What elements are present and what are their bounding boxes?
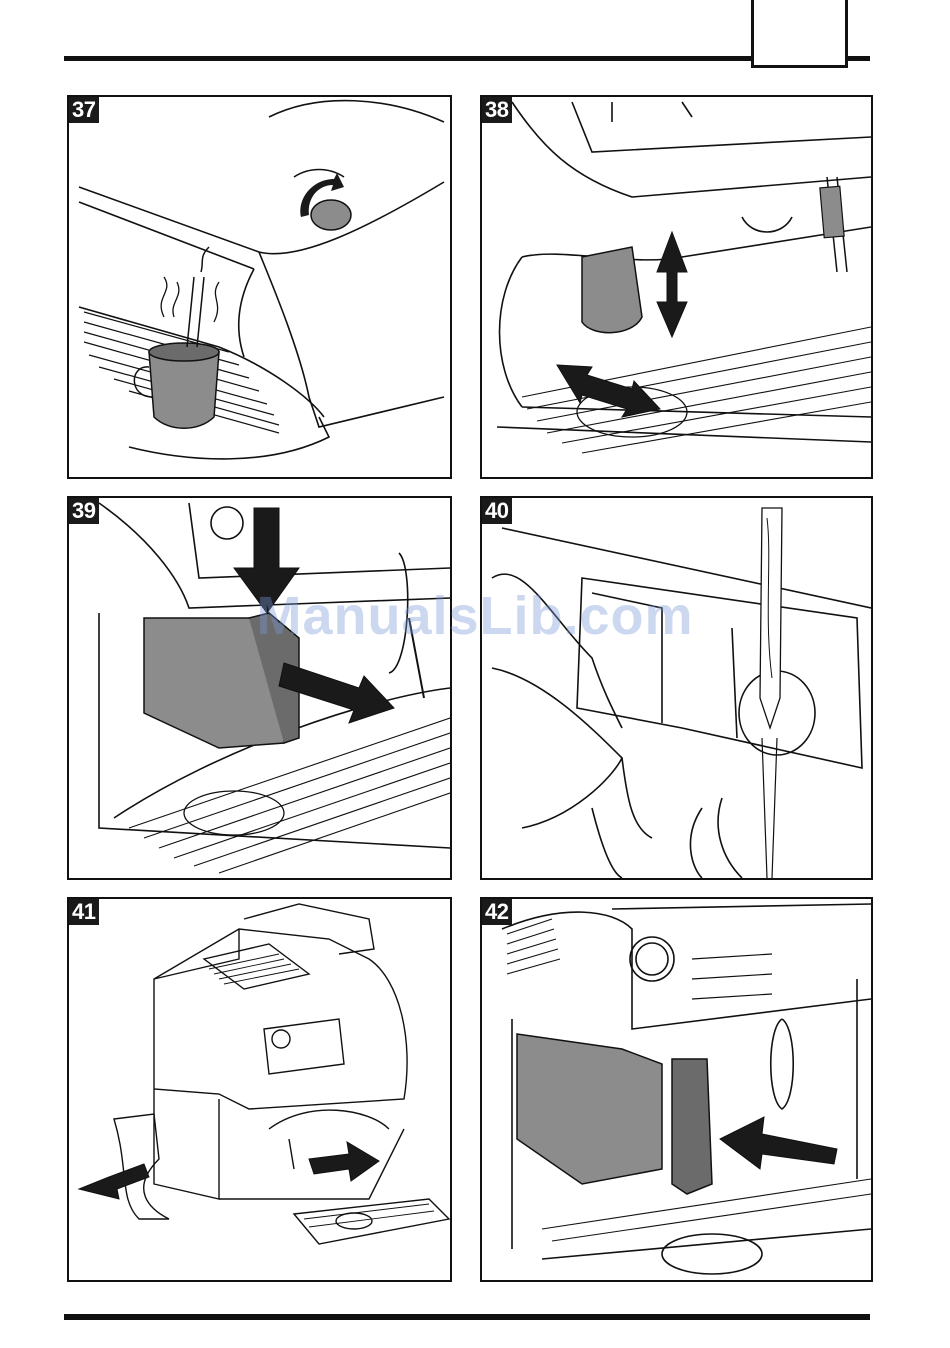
figure-number-badge: 39 bbox=[69, 498, 99, 524]
header-rule bbox=[64, 56, 870, 61]
figure-39: 39 bbox=[67, 496, 452, 880]
figure-40: 40 bbox=[480, 496, 873, 880]
figure-41: 41 bbox=[67, 897, 452, 1282]
figure-number-badge: 37 bbox=[69, 97, 99, 123]
footer-rule bbox=[64, 1314, 870, 1320]
figure-37-illustration bbox=[69, 97, 450, 477]
figure-number-badge: 42 bbox=[482, 899, 512, 925]
figure-42: 42 bbox=[480, 897, 873, 1282]
figure-number-badge: 38 bbox=[482, 97, 512, 123]
figure-41-illustration bbox=[69, 899, 450, 1280]
figure-37: 37 bbox=[67, 95, 452, 479]
figure-38-illustration bbox=[482, 97, 871, 477]
page-number-tab bbox=[751, 0, 848, 68]
figure-number-badge: 40 bbox=[482, 498, 512, 524]
figure-42-illustration bbox=[482, 899, 871, 1280]
figure-38: 38 bbox=[480, 95, 873, 479]
figure-39-illustration bbox=[69, 498, 450, 878]
figure-number-badge: 41 bbox=[69, 899, 99, 925]
figure-40-illustration bbox=[482, 498, 871, 878]
